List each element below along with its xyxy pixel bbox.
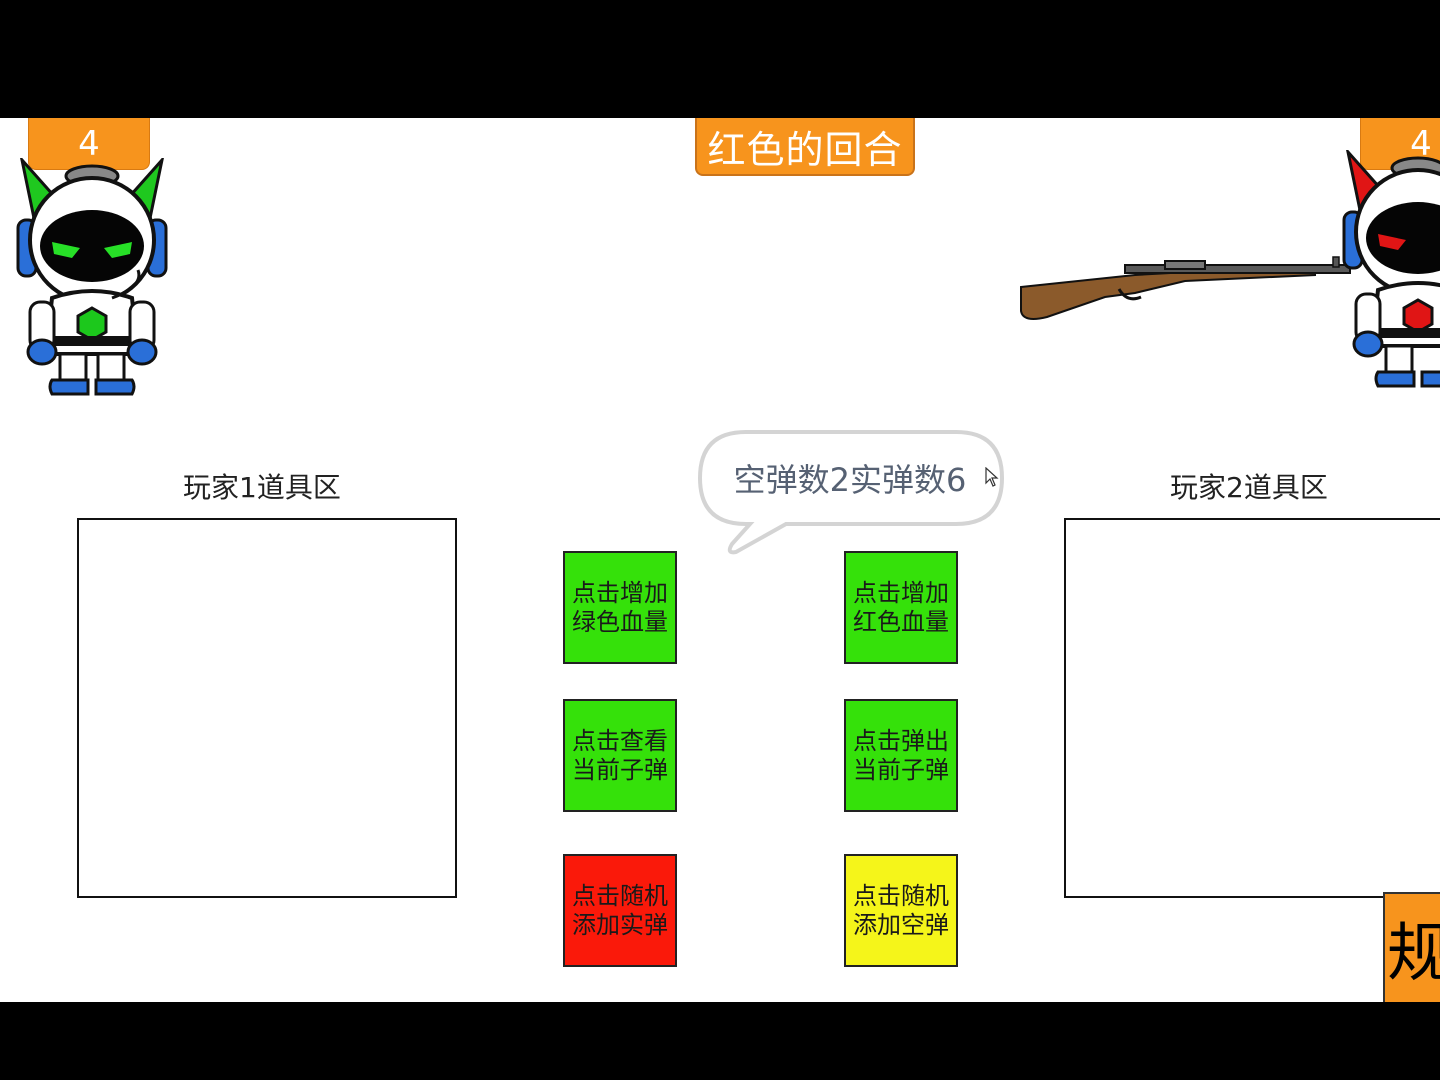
player2-zone-title: 玩家2道具区 bbox=[1170, 471, 1328, 504]
add-red-hp-button[interactable]: 点击增加红色血量 bbox=[844, 551, 958, 664]
turn-banner: 红色的回合 bbox=[695, 118, 915, 176]
rules-button[interactable]: 规 bbox=[1383, 892, 1440, 1002]
eject-bullet-button[interactable]: 点击弹出当前子弹 bbox=[844, 699, 958, 812]
player1-prop-zone[interactable] bbox=[77, 518, 457, 898]
ammo-speech-bubble: 空弹数2实弹数6 bbox=[697, 430, 1005, 564]
add-live-round-button[interactable]: 点击随机添加实弹 bbox=[563, 854, 677, 967]
player2-prop-zone[interactable] bbox=[1064, 518, 1440, 898]
ammo-count-text: 空弹数2实弹数6 bbox=[733, 461, 967, 499]
add-green-hp-button[interactable]: 点击增加绿色血量 bbox=[563, 551, 677, 664]
red-robot-icon bbox=[1342, 150, 1440, 388]
rifle-icon bbox=[1020, 256, 1351, 320]
green-hp-badge: 4 bbox=[28, 118, 150, 170]
mouse-cursor-icon bbox=[985, 467, 999, 487]
game-stage: 4 4 红色的回合 bbox=[0, 118, 1440, 1002]
view-bullet-button[interactable]: 点击查看当前子弹 bbox=[563, 699, 677, 812]
green-robot-icon bbox=[16, 158, 168, 396]
player1-zone-title: 玩家1道具区 bbox=[183, 471, 341, 504]
add-blank-round-button[interactable]: 点击随机添加空弹 bbox=[844, 854, 958, 967]
speech-bubble-shape bbox=[697, 430, 1005, 555]
